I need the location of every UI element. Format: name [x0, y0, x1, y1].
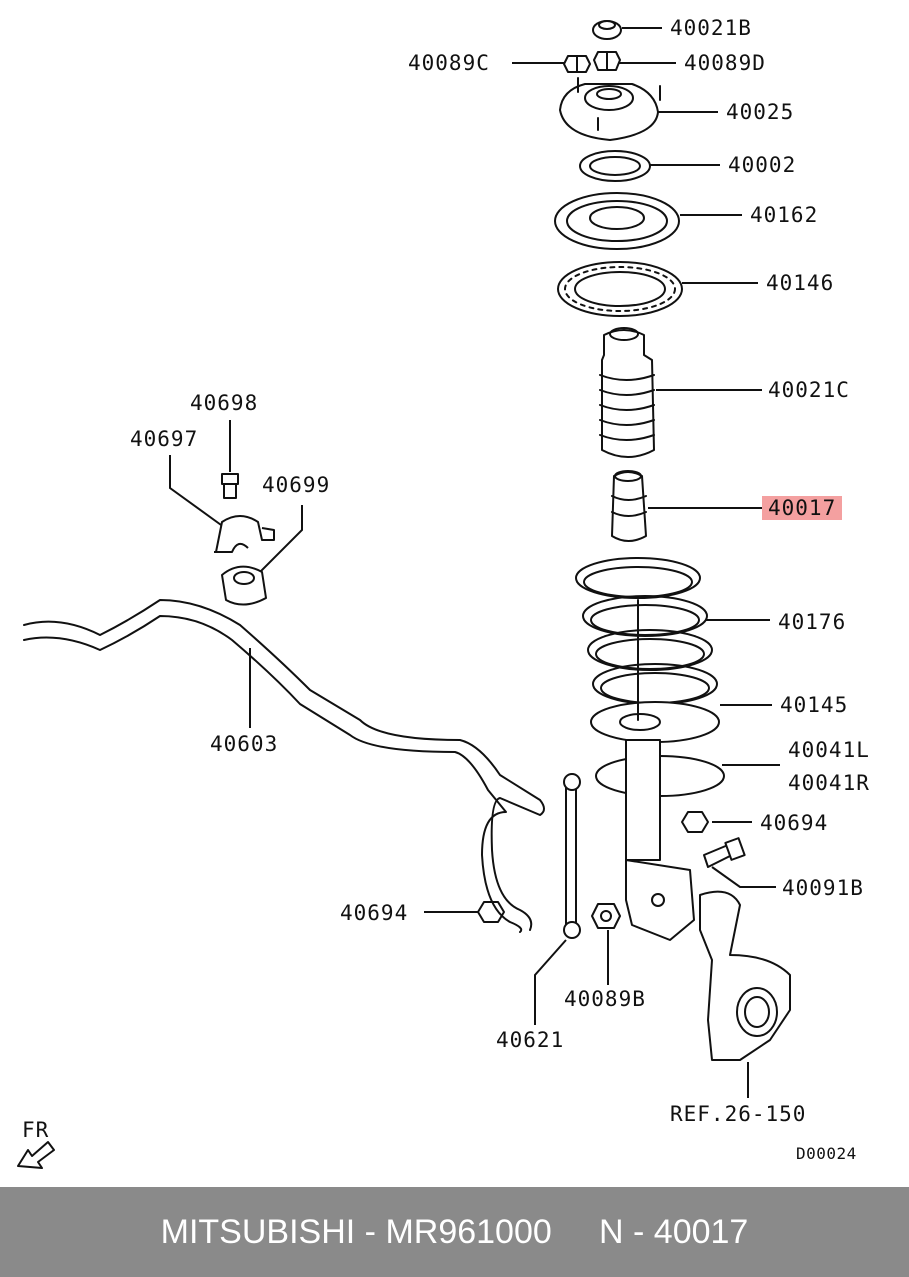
label-40002[interactable]: 40002	[728, 153, 797, 177]
footer-n-value: 40017	[653, 1212, 749, 1251]
label-40089c[interactable]: 40089C	[408, 51, 490, 75]
steering-knuckle-ref	[699, 890, 791, 1061]
diagram-code: D00024	[796, 1144, 857, 1163]
nut-40694-lower	[477, 901, 505, 923]
label-40621[interactable]: 40621	[496, 1028, 565, 1052]
label-40697[interactable]: 40697	[130, 427, 199, 451]
footer-gap	[552, 1213, 599, 1252]
upper-spring-seat-40162	[554, 192, 680, 250]
label-40089b[interactable]: 40089B	[564, 987, 646, 1011]
lower-insulator-40145	[590, 701, 720, 743]
stabilizer-link-40621	[563, 773, 581, 939]
dust-cap-40021b	[592, 20, 622, 40]
label-40699[interactable]: 40699	[262, 473, 331, 497]
label-40091b[interactable]: 40091B	[782, 876, 864, 900]
parts-diagram: 40021B 40089C 40089D 40025 40002 40162 4…	[17, 16, 870, 1169]
bearing-40002	[579, 150, 651, 182]
spring-pad-40146	[557, 261, 683, 317]
label-40694-upper[interactable]: 40694	[760, 811, 829, 835]
coil-spring-40176	[575, 557, 718, 705]
label-40017-highlighted[interactable]: 40017	[762, 496, 843, 520]
bolt-40698	[221, 473, 239, 499]
label-fr: FR	[22, 1118, 50, 1142]
nut-40089c	[563, 55, 591, 73]
footer-separator: -	[355, 1212, 386, 1251]
label-40603[interactable]: 40603	[210, 732, 279, 756]
strut-mount-40025	[559, 77, 661, 141]
label-40041r[interactable]: 40041R	[788, 771, 870, 795]
label-40176[interactable]: 40176	[778, 610, 847, 634]
label-40041l[interactable]: 40041L	[788, 738, 870, 762]
footer-brand: MITSUBISHI	[160, 1212, 356, 1251]
strut-assembly-40041	[595, 599, 725, 941]
label-40162[interactable]: 40162	[750, 203, 819, 227]
footer-separator-2: -	[623, 1212, 654, 1251]
footer-n-label: N	[599, 1212, 624, 1251]
bolt-40091b	[703, 837, 746, 868]
nut-40694-upper	[681, 811, 709, 833]
footer-bar: MITSUBISHI - MR961000 N - 40017	[0, 1187, 909, 1277]
label-40021c[interactable]: 40021C	[768, 378, 850, 402]
leader-lines	[169, 27, 780, 1098]
label-40698[interactable]: 40698	[190, 391, 259, 415]
label-40694-lower[interactable]: 40694	[340, 901, 409, 925]
label-40025[interactable]: 40025	[726, 100, 795, 124]
label-ref-26-150: REF.26-150	[670, 1102, 807, 1126]
bracket-40697	[214, 515, 275, 553]
nut-40089b	[591, 903, 621, 929]
footer-part-number: MR961000	[385, 1212, 552, 1251]
label-40021b[interactable]: 40021B	[670, 16, 752, 40]
stabilizer-bar-40603	[23, 599, 545, 933]
bump-stopper-40017	[611, 470, 647, 542]
label-40089d[interactable]: 40089D	[684, 51, 766, 75]
label-40146[interactable]: 40146	[766, 271, 835, 295]
bushing-40699	[221, 565, 267, 606]
nut-40089d	[593, 51, 621, 71]
exploded-view-drawing	[17, 20, 791, 1169]
front-direction-arrow	[17, 1141, 55, 1169]
dust-boot-40021c	[599, 327, 655, 458]
label-40145[interactable]: 40145	[780, 693, 849, 717]
